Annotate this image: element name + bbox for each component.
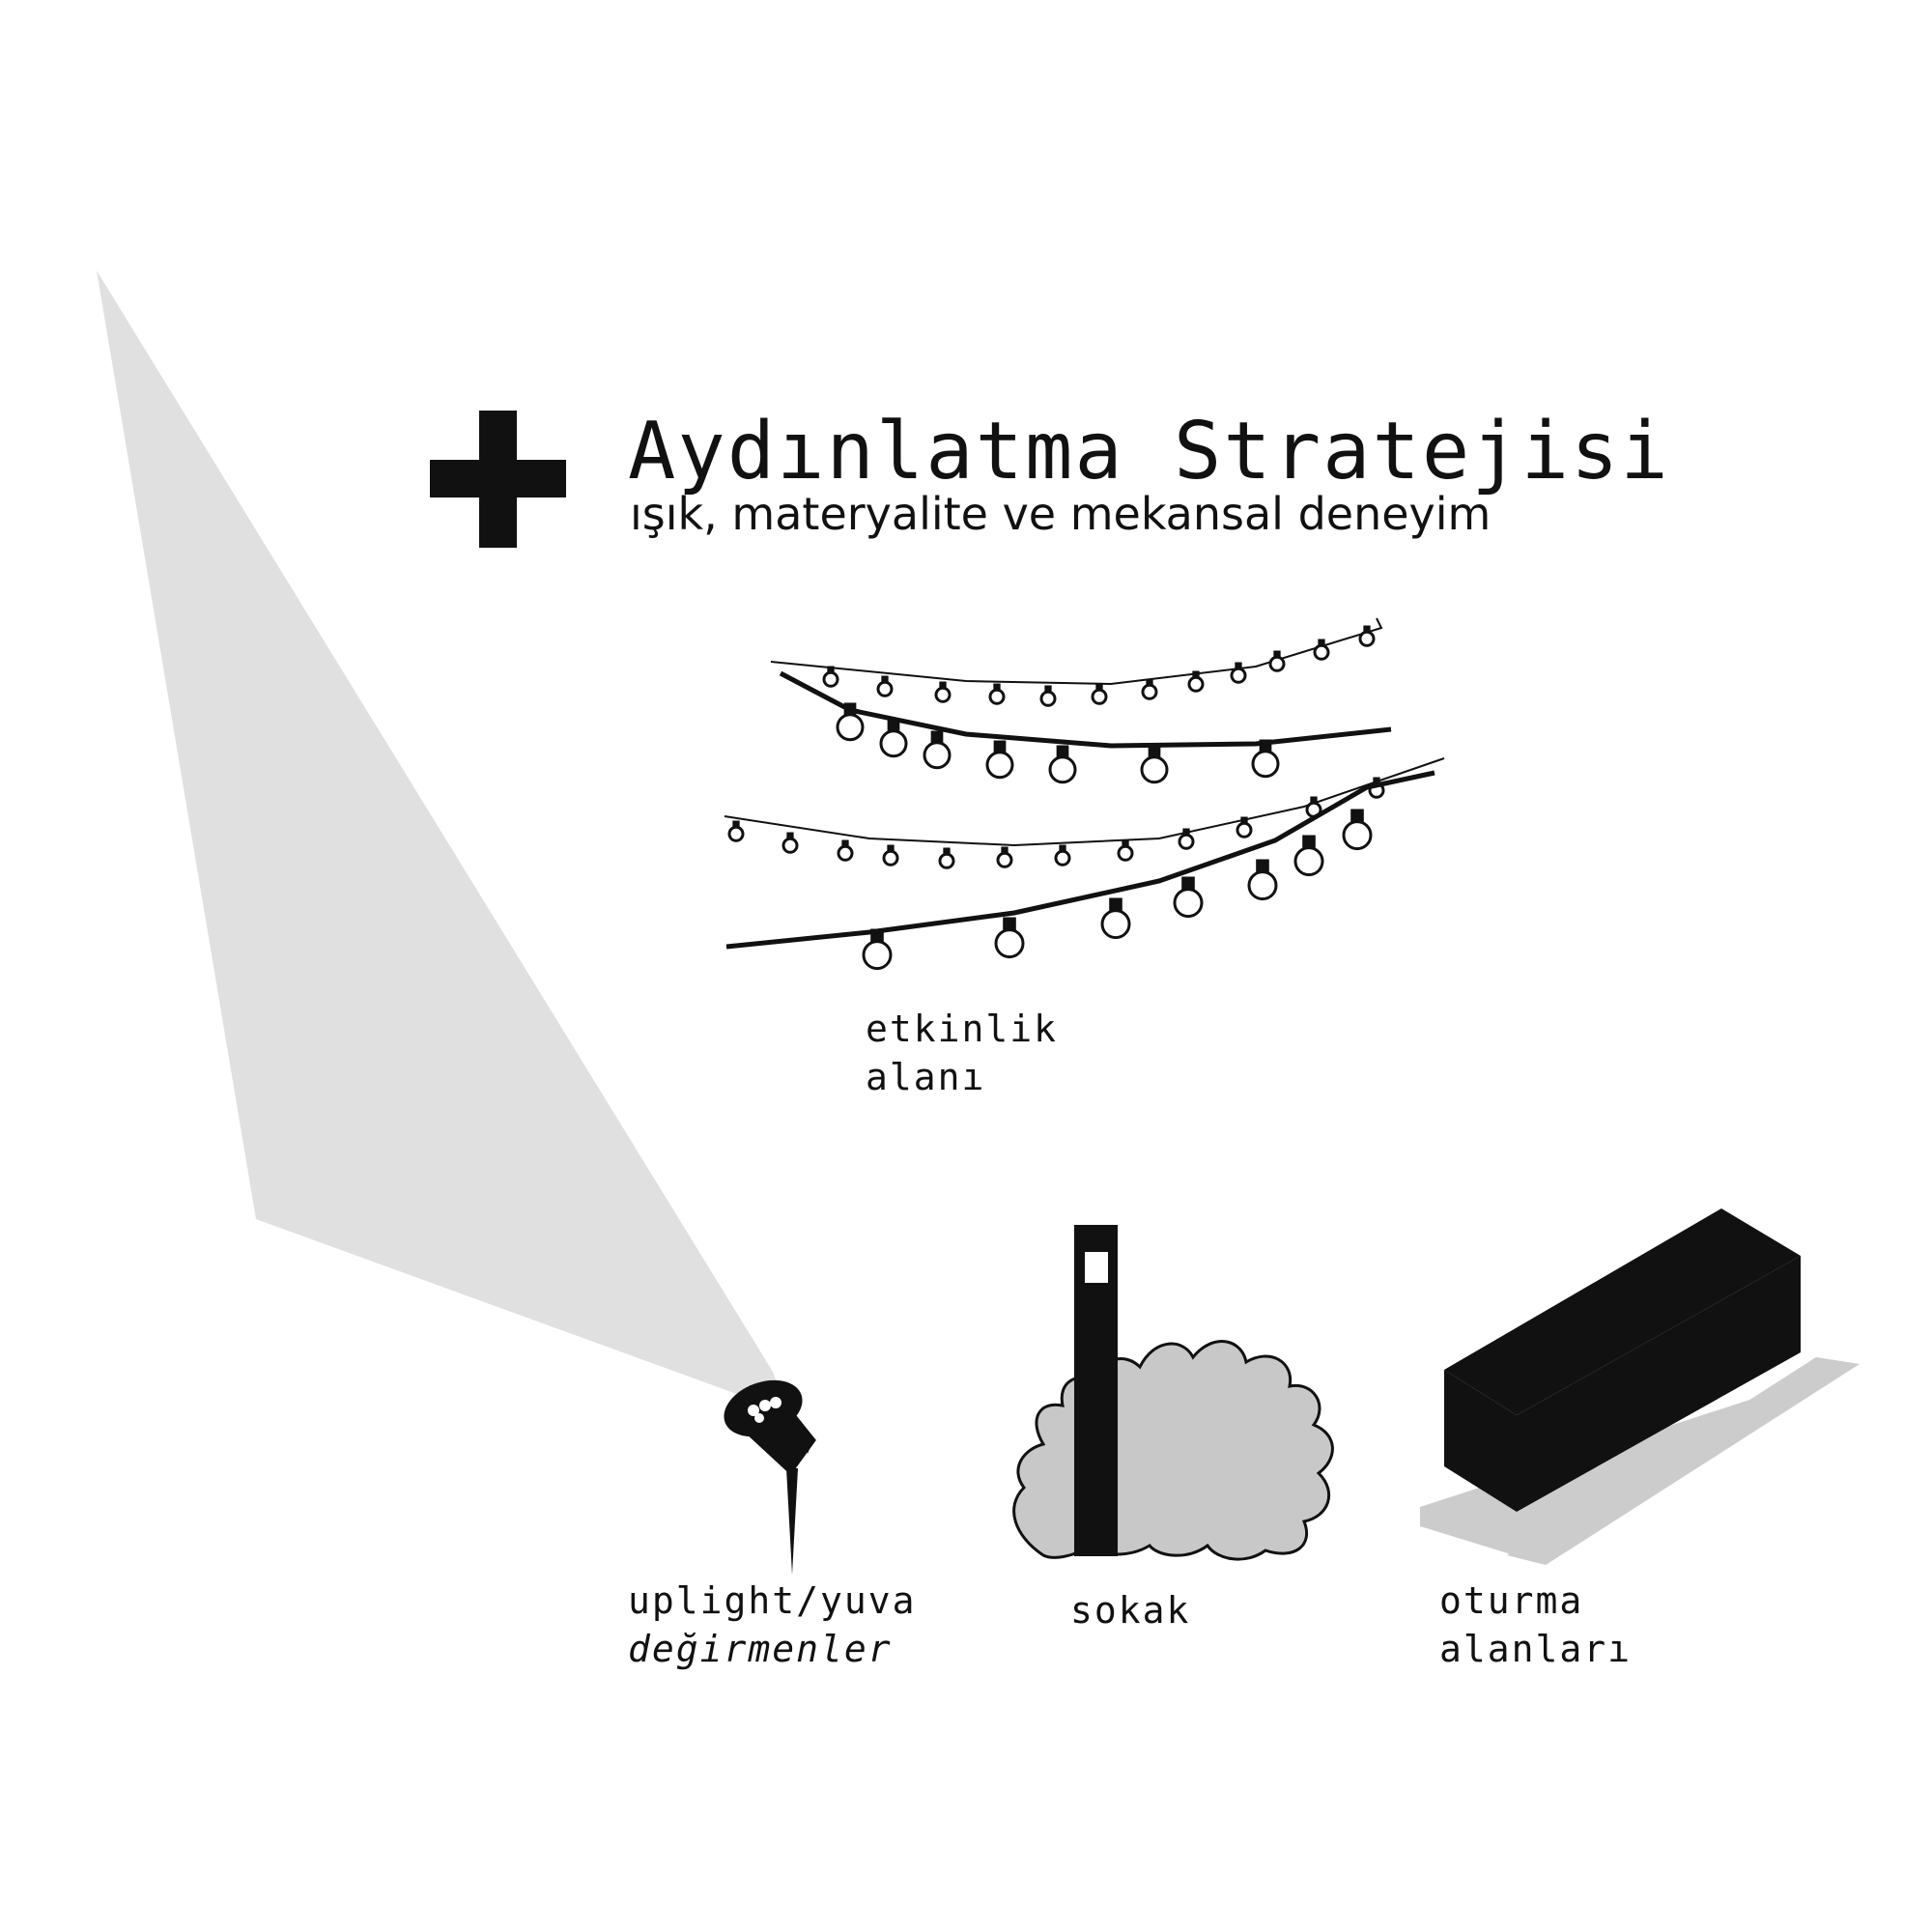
light-bulb	[988, 688, 1006, 705]
uplight-label-line2: değirmenler	[628, 1628, 893, 1670]
light-bulb	[882, 849, 899, 867]
bollard-icon	[1074, 1225, 1118, 1556]
light-bulb	[1141, 683, 1158, 700]
seating-label-line1: oturma	[1439, 1579, 1584, 1622]
light-bulb	[822, 670, 839, 688]
light-bulb	[1178, 833, 1195, 850]
light-bulb	[1236, 821, 1253, 838]
page-subtitle: ışık, materyalite ve mekansal deneyim	[630, 488, 1492, 540]
light-bulb	[1268, 655, 1286, 672]
plus-icon	[430, 411, 566, 548]
light-bulb	[1187, 675, 1205, 693]
event-area-label-line1: etkinlik	[866, 1008, 1059, 1050]
light-bulb	[1054, 849, 1071, 867]
light-strand	[770, 617, 1383, 686]
seating-label-line2: alanları	[1439, 1628, 1633, 1670]
event-area-label: etkinlik alanı	[866, 1005, 1058, 1101]
light-bulb	[1342, 820, 1373, 851]
light-bulb	[1293, 846, 1324, 877]
light-strand	[779, 670, 1392, 749]
light-bulb	[1313, 643, 1330, 661]
page-title: Aydınlatma Stratejisi	[628, 406, 1670, 497]
light-bulb	[837, 844, 854, 862]
shrub-icon	[1012, 1340, 1334, 1561]
uplight-label: uplight/yuva değirmenler	[628, 1577, 917, 1673]
light-bulb	[1091, 688, 1108, 705]
light-bulb	[1230, 667, 1247, 684]
light-bulb	[923, 741, 952, 770]
light-bulb	[876, 680, 894, 697]
light-bulb	[1100, 909, 1131, 940]
light-bulb	[934, 686, 952, 703]
light-bulb	[1358, 630, 1376, 647]
light-bulb	[1251, 750, 1280, 779]
light-bulb	[879, 729, 908, 758]
light-bulb	[781, 837, 799, 854]
light-bulb	[985, 751, 1014, 780]
string-lights-icon	[724, 617, 1445, 971]
seating-label: oturma alanları	[1439, 1577, 1632, 1673]
light-bulb	[1173, 888, 1204, 919]
light-bulb	[1039, 690, 1057, 707]
light-strand	[724, 757, 1445, 847]
light-bulb	[862, 940, 893, 971]
light-bulb	[1117, 844, 1134, 862]
event-area-label-line2: alanı	[866, 1056, 986, 1098]
light-bulb	[1048, 755, 1077, 784]
light-beam	[97, 270, 787, 1412]
light-bulb	[836, 713, 865, 742]
light-bulb	[1140, 755, 1169, 784]
light-bulb	[727, 825, 745, 842]
street-label: sokak	[1070, 1589, 1191, 1632]
bench-icon	[1420, 1208, 1860, 1565]
light-bulb	[1247, 870, 1278, 901]
uplight-icon	[724, 1379, 816, 1575]
uplight-label-line1: uplight/yuva	[628, 1579, 917, 1622]
light-bulb	[994, 928, 1025, 959]
light-bulb	[938, 852, 955, 869]
light-bulb	[996, 851, 1013, 868]
light-strand	[725, 770, 1435, 950]
